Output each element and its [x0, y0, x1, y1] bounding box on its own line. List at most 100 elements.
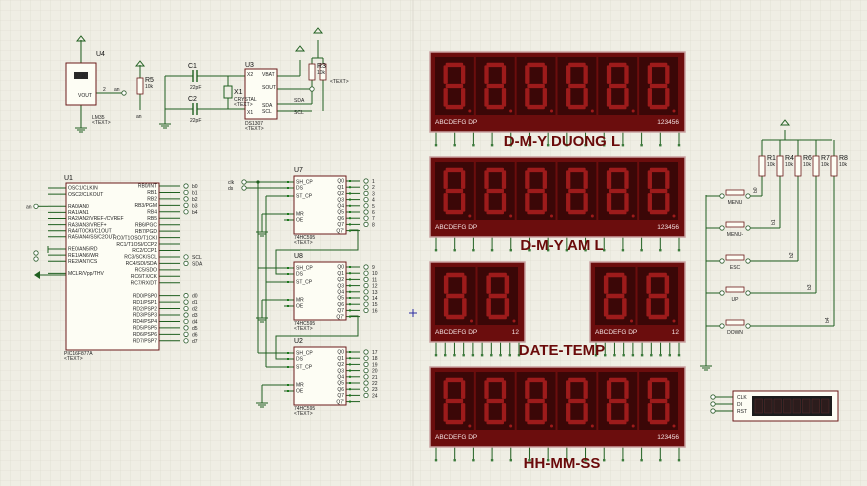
net-terminal[interactable] — [183, 331, 189, 337]
button-pin[interactable] — [745, 258, 751, 264]
button-pin[interactable] — [719, 225, 725, 231]
net-terminal[interactable] — [33, 203, 39, 209]
net-terminal-ds[interactable] — [241, 185, 247, 191]
resistor[interactable] — [776, 155, 784, 177]
net-terminal[interactable] — [363, 178, 369, 184]
lm35-sensor[interactable] — [65, 62, 97, 106]
net-terminal[interactable] — [363, 289, 369, 295]
push-button[interactable] — [725, 221, 745, 228]
net-terminal[interactable] — [363, 209, 369, 215]
push-button[interactable] — [725, 189, 745, 196]
ground-icon — [256, 231, 268, 237]
net-terminal[interactable] — [183, 189, 189, 196]
net-label: 6 — [372, 210, 375, 216]
resistor[interactable] — [136, 77, 144, 95]
net-terminal[interactable] — [363, 197, 369, 203]
button-pin[interactable] — [745, 323, 751, 329]
net-terminal[interactable] — [363, 392, 369, 398]
shift-pin: OE — [296, 389, 304, 395]
net-terminal[interactable] — [183, 196, 189, 202]
net-terminal[interactable] — [183, 202, 189, 208]
resistor[interactable] — [812, 155, 820, 177]
display-pin — [640, 459, 643, 462]
push-button[interactable] — [725, 254, 745, 261]
resistor[interactable] — [830, 155, 838, 177]
net-terminal[interactable] — [183, 183, 189, 189]
capacitor-c1[interactable] — [192, 70, 198, 82]
pic16f877a-mcu[interactable] — [65, 182, 160, 351]
segment — [488, 272, 507, 278]
net-terminal[interactable] — [363, 374, 369, 380]
resistor[interactable] — [758, 155, 766, 177]
shift-pin: Q1 — [337, 271, 344, 277]
shift-register-u7[interactable] — [293, 175, 347, 235]
net-terminal[interactable] — [363, 203, 369, 209]
button-pin[interactable] — [745, 193, 751, 199]
shift-register-u8[interactable] — [293, 261, 347, 321]
net-terminal[interactable] — [363, 276, 369, 282]
net-terminal[interactable] — [363, 355, 369, 361]
net-terminal[interactable] — [363, 295, 369, 301]
push-button[interactable] — [725, 286, 745, 293]
net-terminal[interactable] — [363, 184, 369, 190]
net-terminal[interactable] — [183, 254, 189, 260]
net-terminal[interactable] — [363, 270, 369, 276]
segment — [501, 65, 507, 84]
net-terminal-sq[interactable] — [309, 86, 315, 92]
net-terminal[interactable] — [183, 305, 189, 312]
pin-dot — [349, 375, 351, 378]
ds1307-rtc[interactable] — [244, 68, 278, 120]
net-terminal[interactable] — [363, 264, 369, 270]
net-terminal[interactable] — [183, 338, 189, 344]
net-terminal[interactable] — [183, 209, 189, 215]
net-terminal[interactable] — [183, 293, 189, 299]
net-terminal[interactable] — [363, 307, 369, 313]
button-pin[interactable] — [719, 193, 725, 199]
net-terminal[interactable] — [710, 394, 716, 400]
push-button[interactable] — [725, 319, 745, 326]
net-terminal[interactable] — [363, 361, 369, 367]
net-terminal[interactable] — [363, 349, 369, 355]
net-terminal[interactable] — [363, 367, 369, 374]
net-terminal[interactable] — [183, 260, 189, 266]
segment — [649, 62, 668, 68]
net-terminal[interactable] — [183, 318, 189, 325]
button-pin[interactable] — [745, 290, 751, 296]
mcu-pin-label: RA2/AN2/VREF-/CVREF — [68, 216, 124, 222]
pin-dot — [349, 229, 351, 232]
net-terminal-an[interactable] — [121, 90, 127, 96]
net-terminal[interactable] — [363, 215, 369, 221]
rtc-pin: X2 — [247, 72, 253, 78]
net-terminal[interactable] — [183, 299, 189, 305]
net-terminal[interactable] — [33, 250, 39, 256]
net-terminal[interactable] — [363, 386, 369, 392]
decimal-point — [512, 319, 516, 323]
shift-register-u2[interactable] — [293, 346, 347, 406]
net-terminal[interactable] — [363, 301, 369, 307]
net-terminal[interactable] — [363, 221, 369, 227]
mcu-pin-label: RC3/SCK/SCL — [124, 255, 157, 261]
net-terminal-clk[interactable] — [241, 179, 247, 185]
title-date-temp: DATE-TEMP — [519, 342, 605, 359]
net-terminal[interactable] — [710, 408, 716, 414]
display-pin — [584, 459, 587, 462]
capacitor-c2[interactable] — [192, 103, 198, 115]
resistor[interactable] — [319, 63, 327, 81]
net-terminal[interactable] — [363, 190, 369, 196]
segment — [462, 275, 467, 294]
net-terminal[interactable] — [33, 256, 39, 262]
net-terminal[interactable] — [183, 325, 189, 331]
net-terminal[interactable] — [363, 282, 369, 289]
crystal-x1[interactable] — [223, 85, 233, 99]
button-pin[interactable] — [719, 258, 725, 264]
button-pin[interactable] — [745, 225, 751, 231]
net-terminal[interactable] — [363, 380, 369, 386]
button-pin[interactable] — [719, 290, 725, 296]
net-terminal[interactable] — [710, 401, 716, 407]
resistor[interactable] — [308, 63, 316, 81]
button-pin[interactable] — [719, 323, 725, 329]
resistor[interactable] — [794, 155, 802, 177]
net-terminal[interactable] — [183, 312, 189, 318]
